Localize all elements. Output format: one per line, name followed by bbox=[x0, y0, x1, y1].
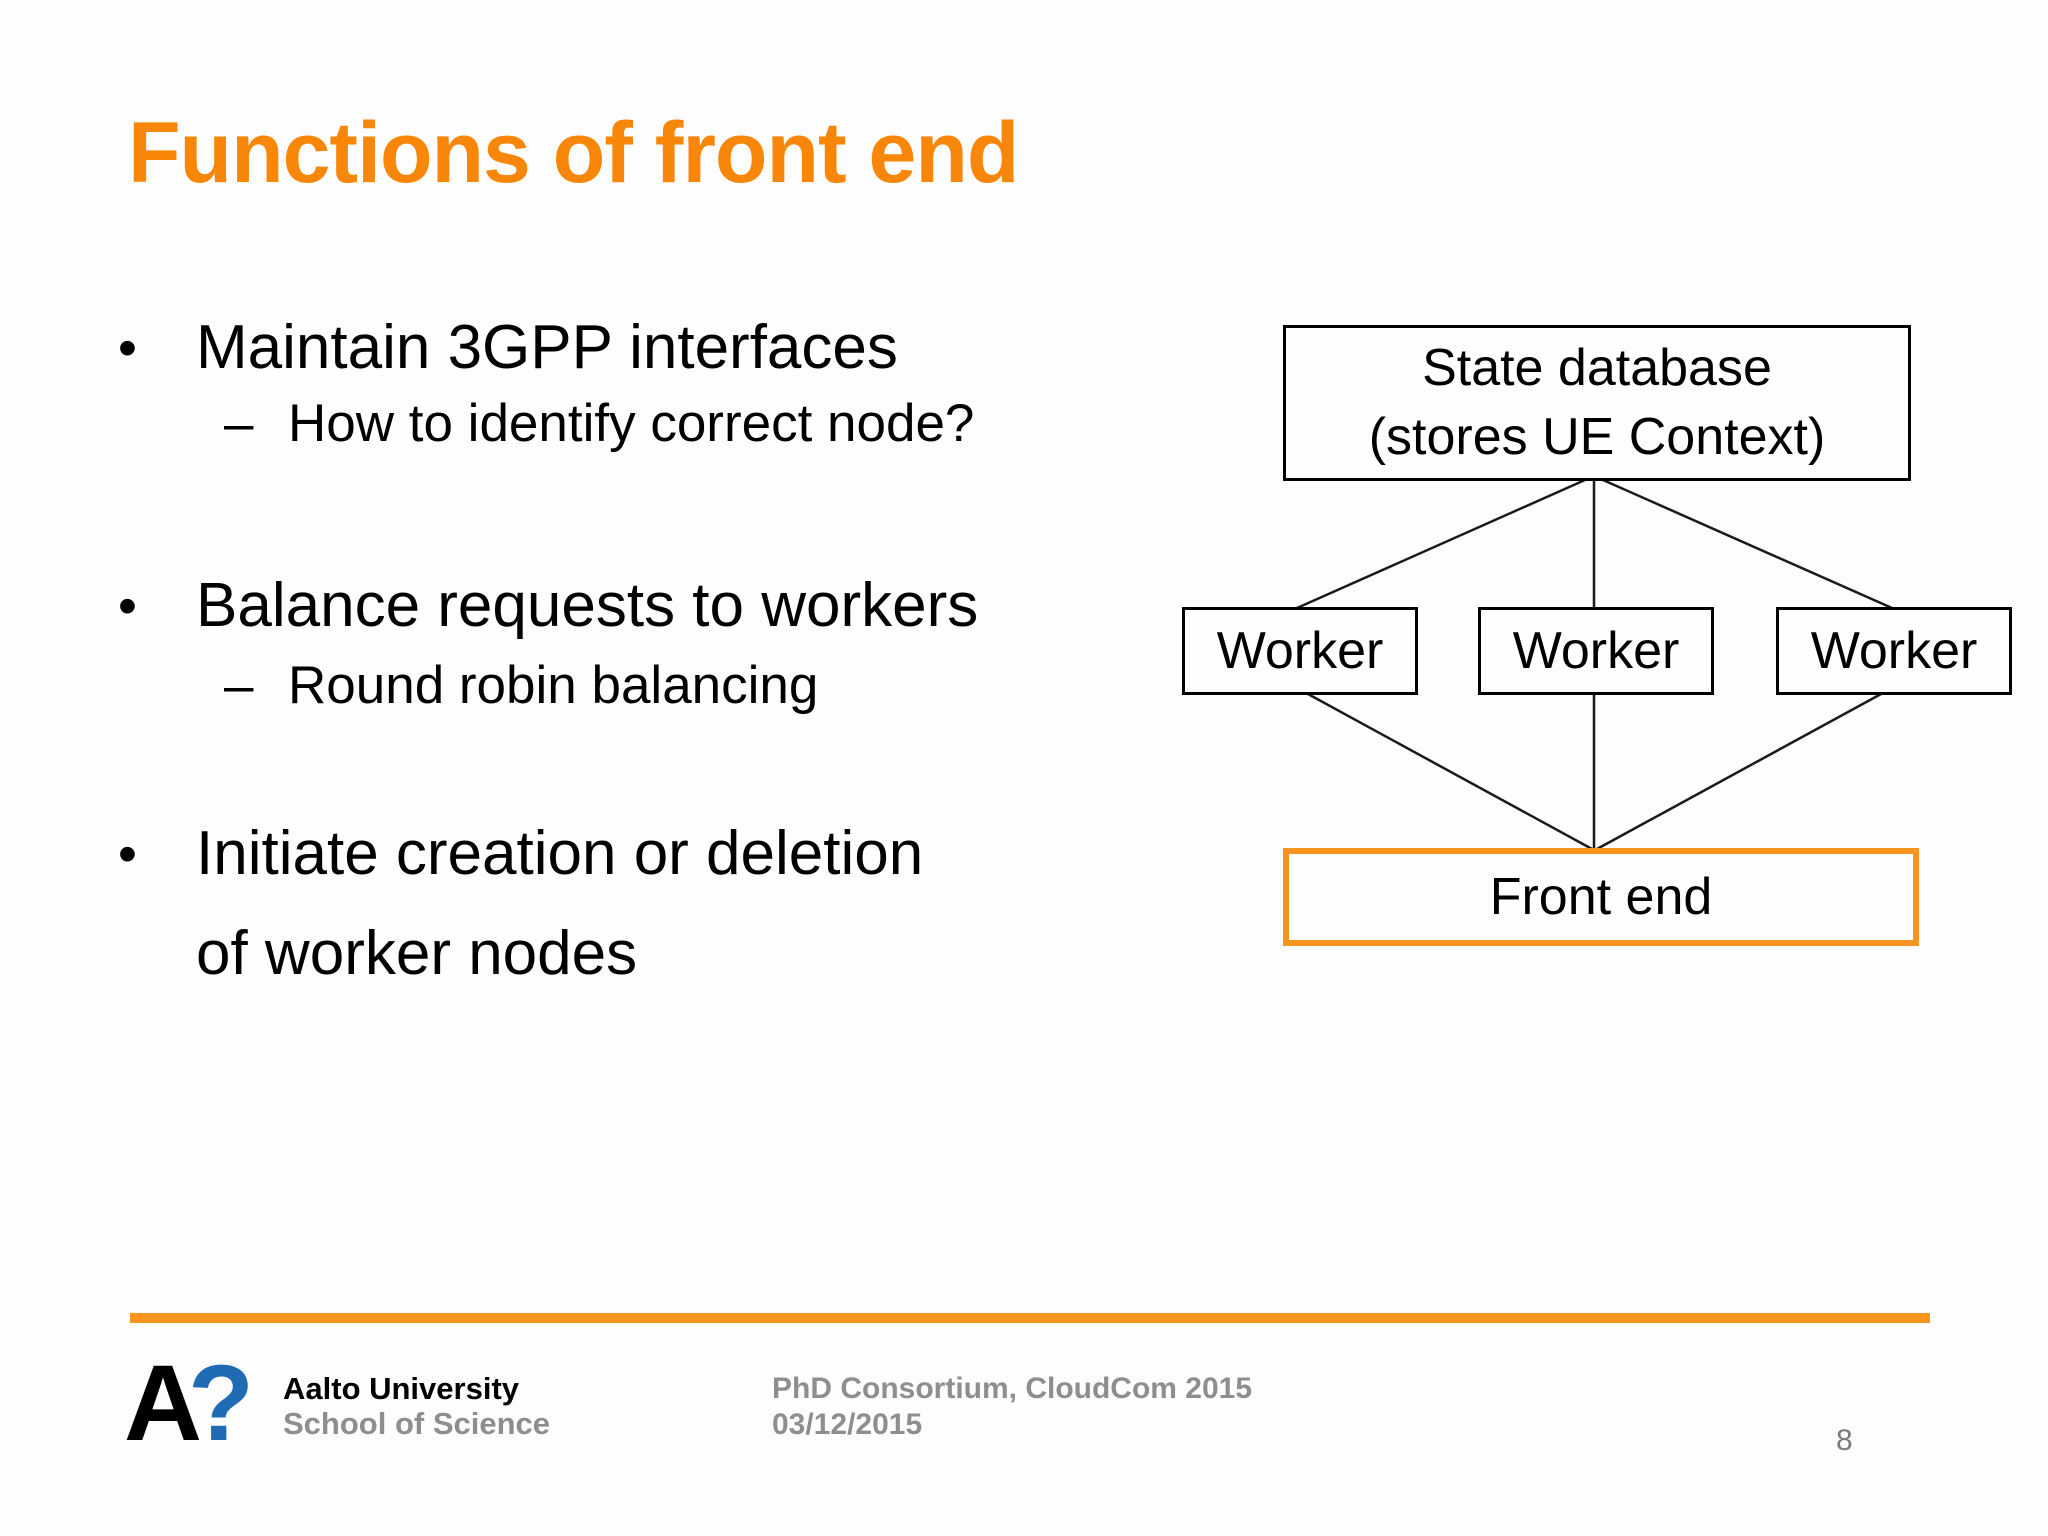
sub-bullet-text: Round robin balancing bbox=[288, 656, 819, 715]
org-line-university: Aalto University bbox=[283, 1371, 520, 1406]
worker-label: Worker bbox=[1216, 621, 1384, 680]
event-name: PhD Consortium, CloudCom 2015 bbox=[772, 1372, 1253, 1405]
sub-bullet-item: –Round robin balancing bbox=[224, 659, 818, 712]
sub-bullet-item: –How to identify correct node? bbox=[224, 397, 974, 450]
worker-node-2: Worker bbox=[1478, 607, 1714, 695]
worker-node-1: Worker bbox=[1182, 607, 1418, 695]
page-title: Functions of front end bbox=[128, 105, 1019, 201]
bullet-marker: • bbox=[118, 318, 137, 378]
bullet-text: Balance requests to workers bbox=[196, 571, 979, 640]
dash-marker: – bbox=[224, 394, 254, 453]
front-end-label: Front end bbox=[1489, 867, 1713, 926]
event-date: 03/12/2015 bbox=[772, 1408, 923, 1441]
bullet-marker: • bbox=[118, 576, 137, 636]
bullet-text-continuation: of worker nodes bbox=[196, 919, 638, 988]
bullet-text: Maintain 3GPP interfaces bbox=[196, 313, 898, 382]
sub-bullet-text: How to identify correct node? bbox=[288, 394, 975, 453]
state-database-node: State database (stores UE Context) bbox=[1283, 325, 1911, 481]
dash-marker: – bbox=[224, 656, 254, 715]
bullet-item: •Initiate creation or deletion bbox=[118, 823, 923, 885]
state-database-label: State database (stores UE Context) bbox=[1368, 339, 1826, 466]
bullet-text: Initiate creation or deletion bbox=[196, 819, 924, 888]
aalto-logo-question: ? bbox=[188, 1342, 254, 1463]
org-line-school: School of Science bbox=[283, 1406, 551, 1441]
bullet-item: •Balance requests to workers bbox=[118, 575, 978, 637]
front-end-node: Front end bbox=[1283, 848, 1919, 946]
footer-divider bbox=[130, 1313, 1930, 1323]
page-number: 8 bbox=[1836, 1424, 1853, 1457]
worker-label: Worker bbox=[1810, 621, 1978, 680]
worker-node-3: Worker bbox=[1776, 607, 2012, 695]
organization-name: Aalto University School of Science bbox=[283, 1371, 550, 1441]
event-info: PhD Consortium, CloudCom 2015 03/12/2015 bbox=[772, 1371, 1252, 1443]
bullet-marker: • bbox=[118, 824, 137, 884]
worker-label: Worker bbox=[1512, 621, 1680, 680]
bullet-item: •Maintain 3GPP interfaces bbox=[118, 317, 898, 379]
aalto-logo-a: A bbox=[124, 1342, 202, 1463]
aalto-logo: A? bbox=[124, 1349, 254, 1457]
